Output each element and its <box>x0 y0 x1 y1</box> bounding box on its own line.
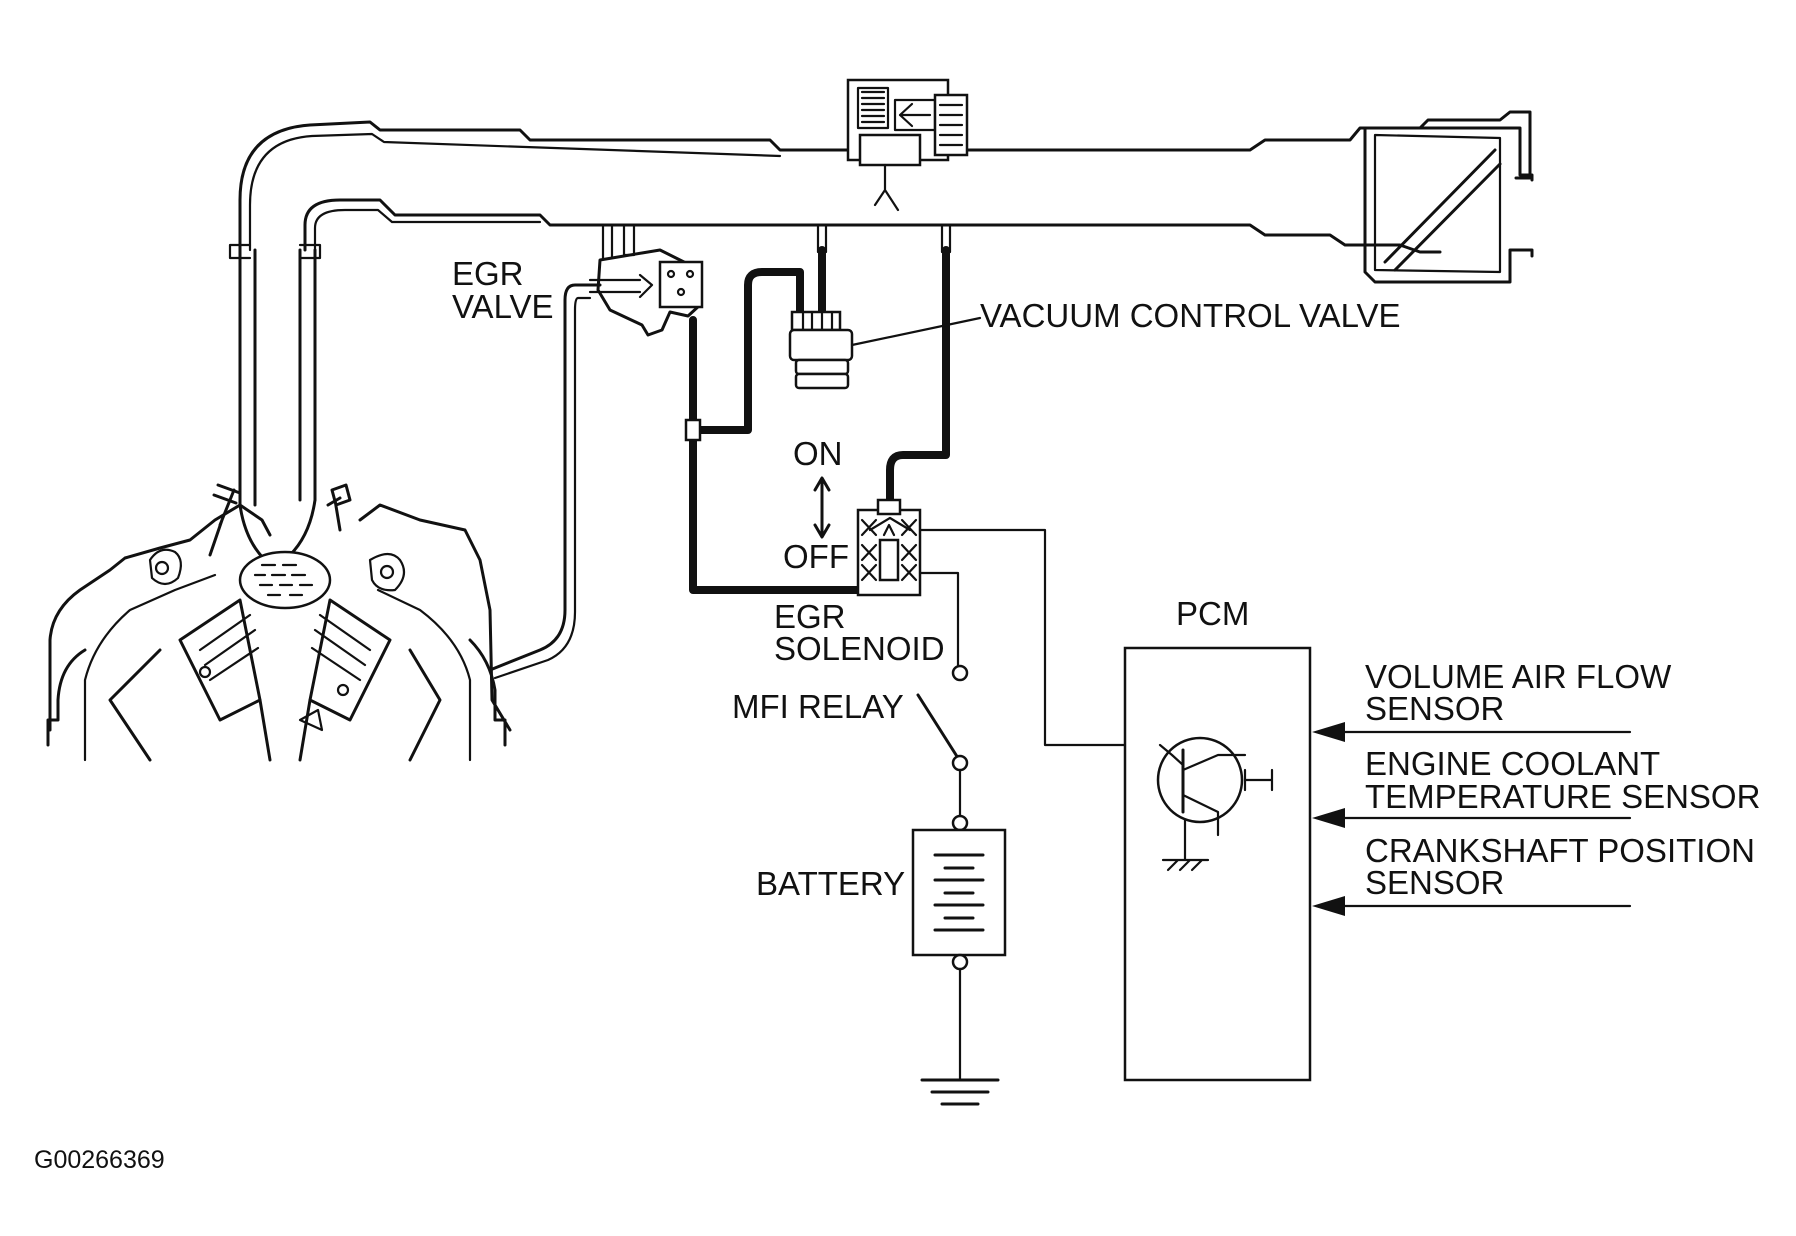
figure-code: G00266369 <box>34 1146 165 1174</box>
vacuum-control-valve-label: VACUUM CONTROL VALVE <box>980 297 1401 334</box>
pcm-label: PCM <box>1176 595 1249 632</box>
battery-label: BATTERY <box>756 865 905 902</box>
egr-solenoid-label: SOLENOID <box>774 630 945 667</box>
vacuum-hoses <box>689 246 950 594</box>
sensor-inputs <box>1312 722 1632 916</box>
egr-valve-label: VALVE <box>452 288 554 325</box>
off-label: OFF <box>783 538 849 575</box>
pcm-module <box>1123 646 1312 1082</box>
egr-valve-label: EGR <box>452 255 524 292</box>
crankshaft-position-sensor-label: SENSOR <box>1365 864 1504 901</box>
top-control-unit <box>846 78 969 212</box>
volume-air-flow-sensor-label: SENSOR <box>1365 690 1504 727</box>
vacuum-control-valve <box>788 310 982 390</box>
engine-coolant-sensor-label: TEMPERATURE SENSOR <box>1365 778 1760 815</box>
engine-coolant-sensor-label: ENGINE COOLANT <box>1365 745 1660 782</box>
electrical-wiring <box>911 528 1162 1106</box>
crankshaft-position-sensor-label: CRANKSHAFT POSITION <box>1365 832 1755 869</box>
on-label: ON <box>793 435 843 472</box>
mfi-relay-label: MFI RELAY <box>732 688 904 725</box>
egr-valve <box>588 248 704 337</box>
egr-solenoid <box>856 498 922 597</box>
egr-solenoid-label: EGR <box>774 598 846 635</box>
intake-duct <box>228 110 1534 284</box>
volume-air-flow-sensor-label: VOLUME AIR FLOW <box>1365 658 1672 695</box>
egr-pipe <box>488 283 602 672</box>
on-off-arrow <box>813 476 831 539</box>
engine-cross-section <box>46 248 512 762</box>
egr-pipe-taps <box>601 223 952 260</box>
